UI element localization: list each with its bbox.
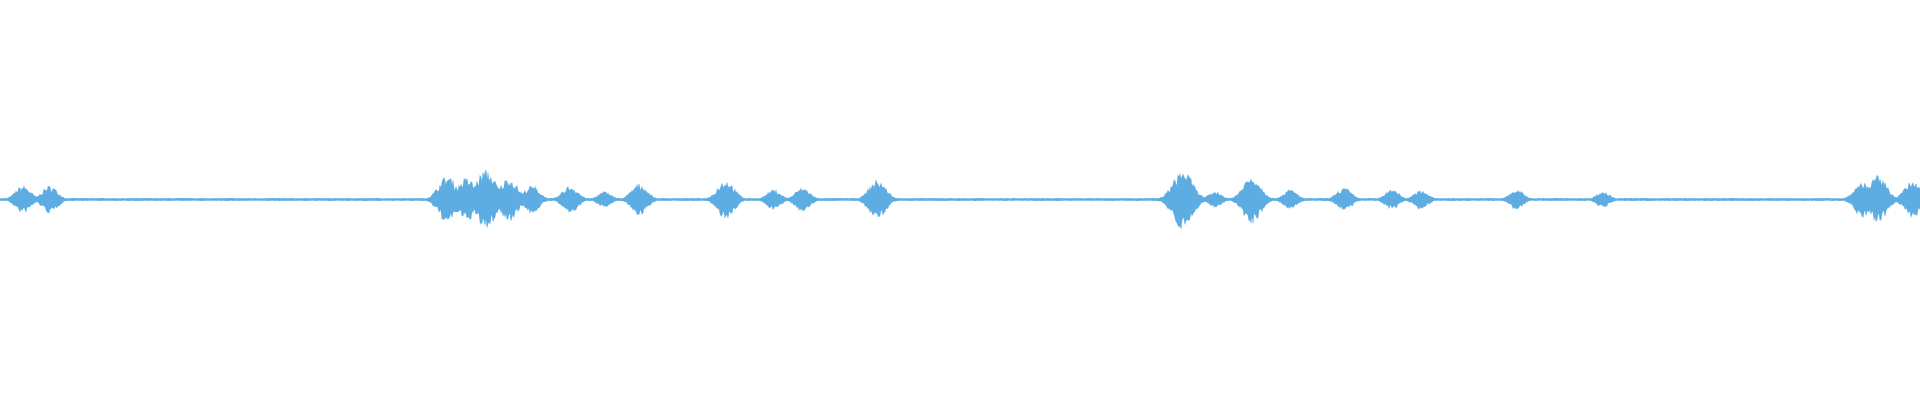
waveform-envelope	[0, 170, 1920, 229]
